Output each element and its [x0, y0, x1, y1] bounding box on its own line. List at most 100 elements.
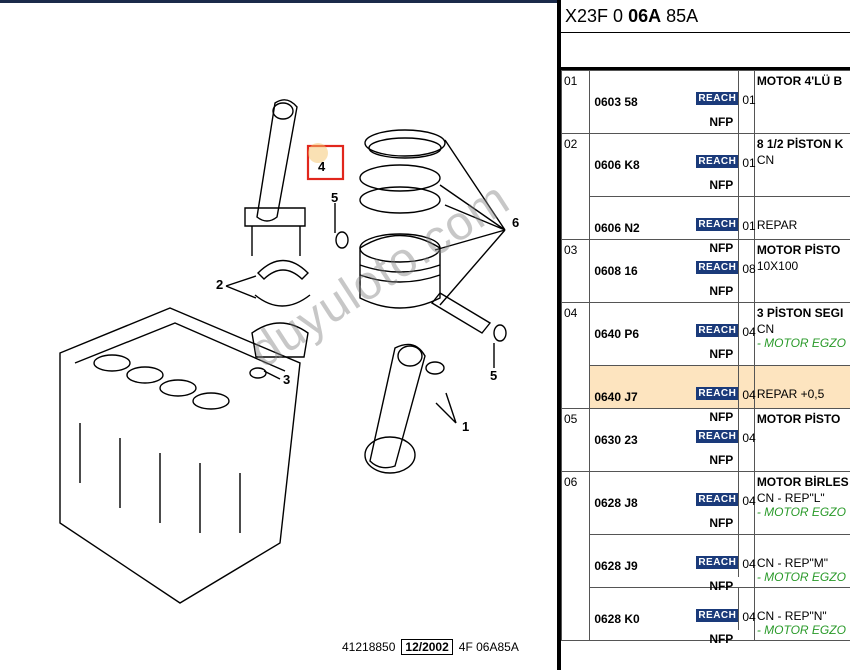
top-bar: [0, 0, 557, 3]
part-number[interactable]: 0628 K0: [594, 612, 640, 626]
qty-divider: [738, 71, 740, 133]
nfp-label: NFP: [709, 178, 734, 192]
reach-badge: REACH: [696, 387, 739, 400]
quantity: 04: [742, 431, 756, 445]
piston-ring-2: [359, 164, 441, 192]
reach-badge: REACH: [696, 324, 739, 337]
qty-divider: [738, 588, 740, 630]
part-title: 3 PİSTON SEGI: [756, 306, 844, 320]
callout-4: 4: [318, 159, 326, 174]
qty-divider: [738, 409, 740, 471]
row-number: 06: [561, 471, 591, 641]
description-cell: REPAR +0,5: [753, 365, 850, 409]
part-number[interactable]: 0606 K8: [594, 158, 640, 172]
bearing-shell-upper: [257, 259, 309, 280]
part-note: - MOTOR EGZO: [756, 570, 846, 584]
quantity: 08: [742, 262, 756, 276]
part-number[interactable]: 0640 J7: [594, 390, 638, 404]
part-title: MOTOR PİSTO: [756, 412, 841, 426]
callout-6: 6: [512, 215, 519, 230]
callout-5b: 5: [490, 368, 497, 383]
callout-5a: 5: [331, 190, 338, 205]
part-number[interactable]: 0608 16: [594, 264, 638, 278]
reach-badge: REACH: [696, 493, 739, 506]
description-cell: MOTOR PİSTO: [753, 408, 850, 472]
part-description: CN - REP"M": [756, 556, 828, 570]
part-number[interactable]: 0628 J8: [594, 496, 638, 510]
row-number: 01: [561, 70, 591, 134]
reach-badge: REACH: [696, 430, 739, 443]
piston-ring-3: [359, 186, 441, 214]
row-number: 05: [561, 408, 591, 472]
piston-ring-1: [364, 129, 446, 157]
reach-badge: REACH: [696, 92, 739, 105]
nfp-label: NFP: [709, 347, 734, 361]
reach-badge: REACH: [696, 218, 739, 231]
part-note: - MOTOR EGZO: [756, 336, 846, 350]
quantity: 04: [742, 325, 756, 339]
part-title: MOTOR BİRLES: [756, 475, 849, 489]
parts-diagram: 1 2 3 4 5 5 6 duyuloto.com 41218850 12/2…: [0, 3, 557, 670]
description-cell: 8 1/2 PİSTON K CN: [753, 133, 850, 197]
quantity: 01: [742, 219, 756, 233]
qty-divider: [738, 303, 740, 365]
nfp-label: NFP: [709, 579, 734, 593]
part-number[interactable]: 0606 N2: [594, 221, 640, 235]
row-number: 02: [561, 133, 591, 240]
part-title: 8 1/2 PİSTON K: [756, 137, 844, 151]
bearing-shell-lower: [254, 294, 311, 307]
reach-badge: REACH: [696, 609, 739, 622]
qty-divider: [738, 134, 740, 196]
description-cell: REPAR: [753, 196, 850, 240]
engine-block: [59, 307, 301, 604]
part-number[interactable]: 0640 P6: [594, 327, 640, 341]
nfp-label: NFP: [709, 632, 734, 646]
part-description: CN - REP"N": [756, 609, 827, 623]
row-number: 04: [561, 302, 591, 409]
callout-1: 1: [462, 419, 469, 434]
part-cell[interactable]: 0630 23 REACH NFP 04: [589, 408, 756, 472]
reach-badge: REACH: [696, 556, 739, 569]
nfp-label: NFP: [709, 453, 734, 467]
description-cell: CN - REP"N"- MOTOR EGZO: [753, 587, 850, 641]
model-code-header: X23F 0 06A 85A: [561, 0, 850, 33]
part-number[interactable]: 0628 J9: [594, 559, 638, 573]
header-spacer: [561, 33, 850, 70]
callout-4-highlight: [306, 144, 345, 181]
piston: [359, 234, 441, 309]
qty-divider: [738, 240, 740, 302]
part-description: CN: [756, 153, 775, 167]
qty-divider: [738, 197, 740, 239]
part-cell[interactable]: 0640 P6 REACH NFP 04: [589, 302, 756, 366]
part-number[interactable]: 0603 58: [594, 95, 638, 109]
part-number[interactable]: 0630 23: [594, 433, 638, 447]
qty-divider: [738, 472, 740, 534]
quantity: 01: [742, 156, 756, 170]
footer-number: 41218850: [342, 640, 396, 654]
nfp-label: NFP: [709, 115, 734, 129]
part-title: MOTOR 4'LÜ B: [756, 74, 843, 88]
footer-code: 4F 06A85A: [458, 640, 519, 654]
description-cell: MOTOR 4'LÜ B: [753, 70, 850, 134]
